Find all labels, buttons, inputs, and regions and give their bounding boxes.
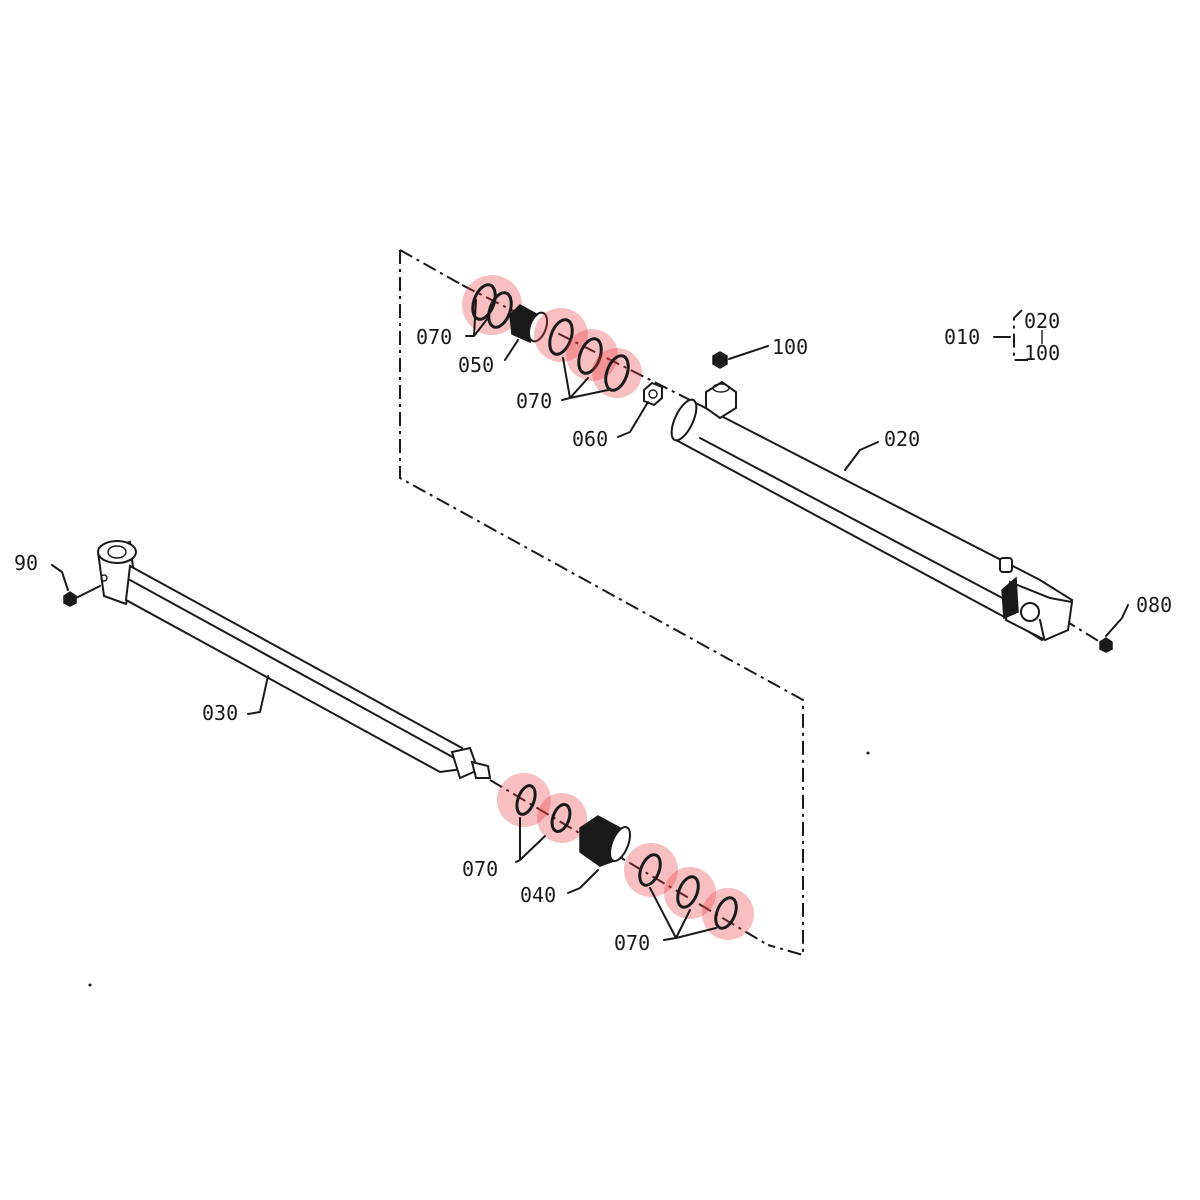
guide-050 bbox=[509, 304, 549, 344]
seal-070-top-mid-3 bbox=[592, 348, 642, 398]
seal-070-top-mid-2 bbox=[566, 329, 618, 381]
assembly-frame bbox=[399, 250, 804, 957]
bolt-080 bbox=[1099, 637, 1113, 653]
assembly-frame-axis bbox=[399, 249, 463, 286]
label-070-top-mid: 070 bbox=[516, 389, 552, 413]
label-080: 080 bbox=[1136, 593, 1172, 617]
label-070-bottom-right: 070 bbox=[614, 931, 650, 955]
top-axis-line bbox=[461, 284, 691, 401]
seal-070-top-left bbox=[462, 275, 522, 335]
label-070-top-left: 070 bbox=[416, 325, 452, 349]
piston-rod-030 bbox=[96, 540, 492, 780]
label-050: 050 bbox=[458, 353, 494, 377]
label-040: 040 bbox=[520, 883, 556, 907]
seal-070-bottom-left-1 bbox=[497, 773, 551, 827]
seal-070-top-mid-1 bbox=[534, 308, 588, 362]
label-020: 020 bbox=[884, 427, 920, 451]
piston-040 bbox=[579, 815, 632, 867]
label-060: 060 bbox=[572, 427, 608, 451]
label-010: 010 bbox=[944, 325, 980, 349]
seal-070-bottom-right-1 bbox=[624, 843, 678, 897]
label-030: 030 bbox=[202, 701, 238, 725]
seal-070-bottom-right-3 bbox=[702, 888, 754, 940]
label-070-bottom-left: 070 bbox=[462, 857, 498, 881]
seal-070-bottom-right-2 bbox=[664, 867, 716, 919]
cylinder-tube-020 bbox=[670, 380, 1074, 642]
label-010-100: 100 bbox=[1024, 341, 1060, 365]
speck bbox=[88, 983, 92, 987]
nut-060 bbox=[643, 381, 663, 407]
speck bbox=[866, 751, 870, 755]
seal-070-bottom-left-2 bbox=[537, 793, 587, 843]
bolt-90 bbox=[63, 585, 101, 607]
fitting-100 bbox=[712, 345, 769, 369]
label-010-020: 020 bbox=[1024, 309, 1060, 333]
leader-lines bbox=[51, 299, 1129, 941]
label-90: 90 bbox=[14, 551, 38, 575]
label-100: 100 bbox=[772, 335, 808, 359]
